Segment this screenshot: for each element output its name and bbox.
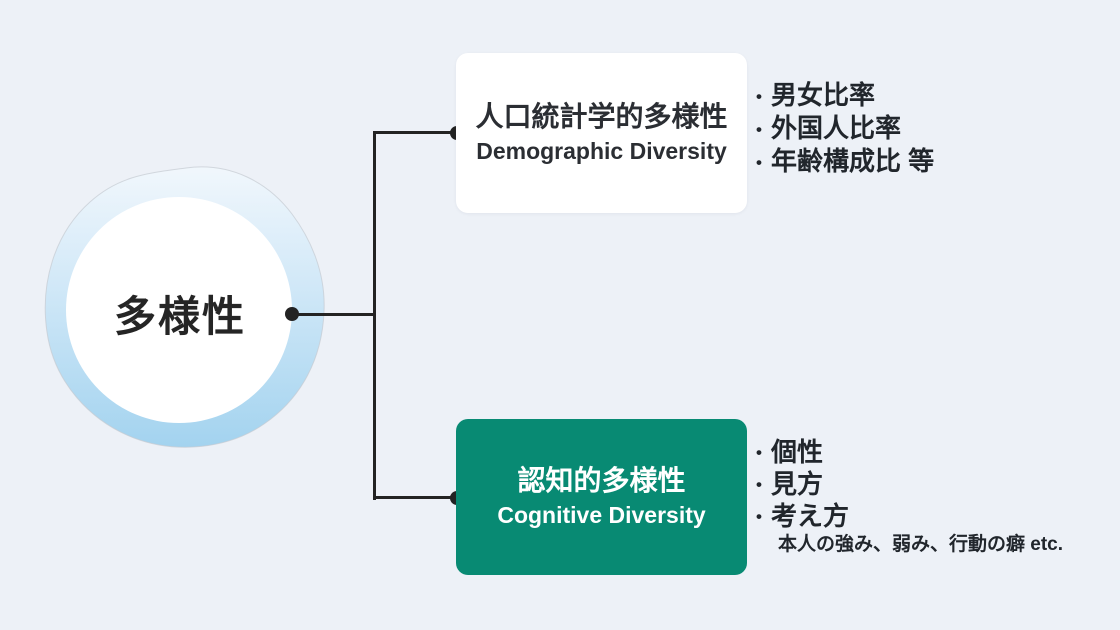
branch-title-en: Demographic Diversity bbox=[476, 137, 727, 164]
bullet-icon: • bbox=[756, 153, 762, 172]
bullet-list-cognitive: • 個性 • 見方 • 考え方 bbox=[756, 436, 849, 532]
list-item: • 外国人比率 bbox=[756, 112, 934, 145]
branch-box-cognitive: 認知的多様性 Cognitive Diversity bbox=[456, 419, 747, 575]
connector-line-root bbox=[290, 313, 375, 316]
branch-title-ja: 認知的多様性 bbox=[517, 464, 686, 496]
bullet-icon: • bbox=[756, 120, 762, 139]
bullet-icon: • bbox=[756, 475, 762, 494]
branch-title-ja: 人口統計学的多様性 bbox=[475, 100, 728, 132]
bullet-icon: • bbox=[756, 87, 762, 106]
connector-line-cognitive bbox=[375, 496, 458, 499]
bullet-text: 年齢構成比 等 bbox=[770, 146, 935, 176]
list-item: • 考え方 bbox=[756, 500, 849, 532]
blue-ring-blob-graphic bbox=[44, 166, 325, 448]
bullet-icon: • bbox=[756, 507, 762, 526]
branch-box-demographic: 人口統計学的多様性 Demographic Diversity bbox=[456, 53, 747, 213]
bullet-text: 考え方 bbox=[770, 501, 849, 531]
root-node-label: 多様性 bbox=[113, 292, 246, 340]
bullet-text: 個性 bbox=[770, 437, 823, 467]
connector-line-demographic bbox=[375, 131, 458, 134]
connector-line-trunk bbox=[373, 131, 376, 500]
root-node-blob bbox=[38, 160, 330, 452]
bullet-text: 外国人比率 bbox=[770, 113, 901, 143]
bullet-icon: • bbox=[756, 443, 762, 462]
cognitive-note: 本人の強み、弱み、行動の癖 etc. bbox=[778, 534, 1064, 555]
list-item: • 男女比率 bbox=[756, 79, 934, 112]
list-item: • 見方 bbox=[756, 468, 849, 500]
bullet-text: 見方 bbox=[770, 469, 823, 499]
list-item: • 個性 bbox=[756, 436, 849, 468]
bullet-list-demographic: • 男女比率 • 外国人比率 • 年齢構成比 等 bbox=[756, 79, 934, 178]
bullet-text: 男女比率 bbox=[770, 80, 875, 110]
branch-title-en: Cognitive Diversity bbox=[497, 501, 706, 528]
list-item: • 年齢構成比 等 bbox=[756, 145, 934, 178]
